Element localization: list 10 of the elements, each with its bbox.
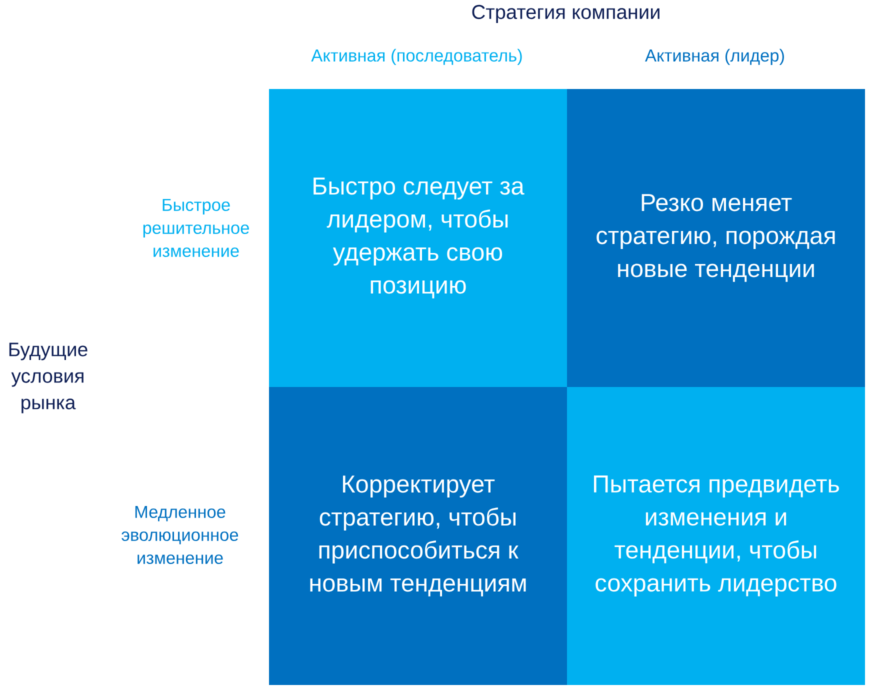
quadrant-box: Корректирует стратегию, чтобы приспособиться к новым тенденциям [269, 386, 567, 685]
quadrant-box: Пытается предвидеть изменения и тенденции, чтобы сохранить лидерство [567, 386, 865, 685]
axis-title: Будущие условия рынка [9, 342, 88, 414]
column-label: Активная (последователь) [311, 48, 522, 66]
row-label: Медленное эволюционное изменение [122, 506, 238, 564]
quadrant-box: Быстро следует за лидером, чтобы удержать свою позицию [269, 88, 567, 387]
quadrant-box: Резко меняет стратегию, порождая новые тенденции [567, 88, 865, 387]
column-label: Активная (лидер) [645, 48, 784, 66]
axis-title: Стратегия компании [472, 4, 660, 24]
row-label: Быстрое решительное изменение [143, 198, 249, 258]
